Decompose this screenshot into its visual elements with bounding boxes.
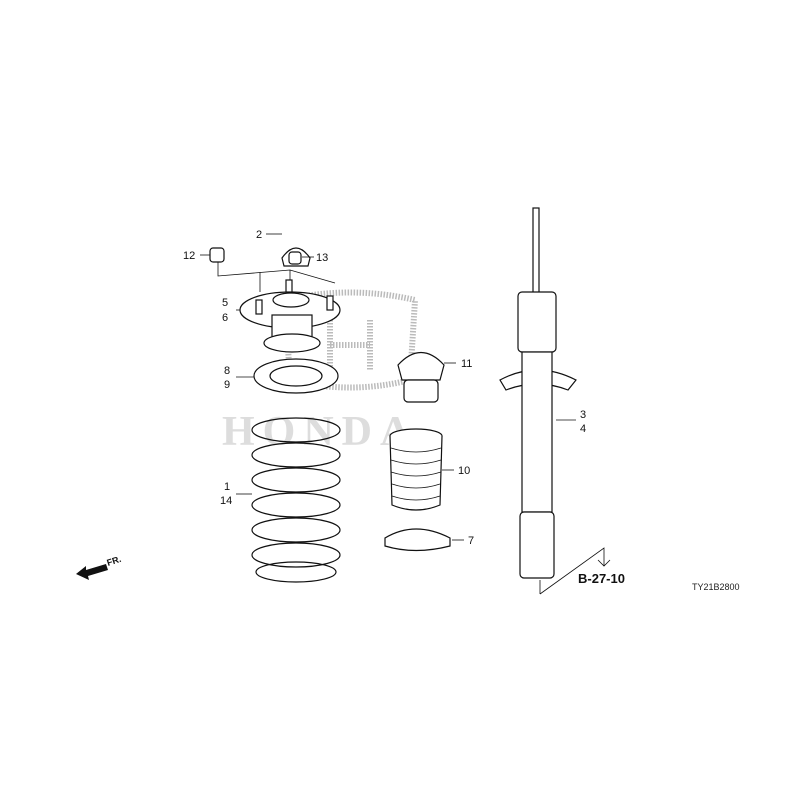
callout-3: 3 (580, 409, 586, 421)
front-label: FR. (106, 554, 123, 568)
callout-1: 1 (224, 481, 230, 493)
callout-9: 9 (224, 379, 230, 391)
part-upper-mount (236, 279, 341, 353)
callout-11: 11 (461, 358, 472, 370)
callout-7: 7 (468, 535, 474, 547)
part-cap (266, 233, 311, 267)
part-nuts (200, 247, 336, 292)
callout-10: 10 (458, 465, 470, 477)
part-shock-absorber (499, 207, 611, 595)
drawing-code: TY21B2800 (692, 582, 740, 592)
watermark-text: HONDA (222, 409, 418, 455)
callout-4: 4 (580, 423, 586, 435)
part-coil-spring (236, 417, 341, 583)
callout-2: 2 (256, 229, 262, 241)
section-reference-link[interactable]: B-27-10 (578, 571, 625, 586)
part-lower-seat (384, 528, 464, 552)
part-spring-seat (236, 358, 339, 394)
front-arrow-icon (76, 564, 108, 580)
part-dust-boot (389, 428, 454, 511)
callout-8: 8 (224, 365, 230, 377)
callout-6: 6 (222, 312, 228, 324)
callout-5: 5 (222, 297, 228, 309)
callout-12: 12 (183, 250, 195, 262)
callout-13: 13 (316, 252, 328, 264)
callout-14: 14 (220, 495, 232, 507)
part-bump-stop (397, 351, 456, 403)
